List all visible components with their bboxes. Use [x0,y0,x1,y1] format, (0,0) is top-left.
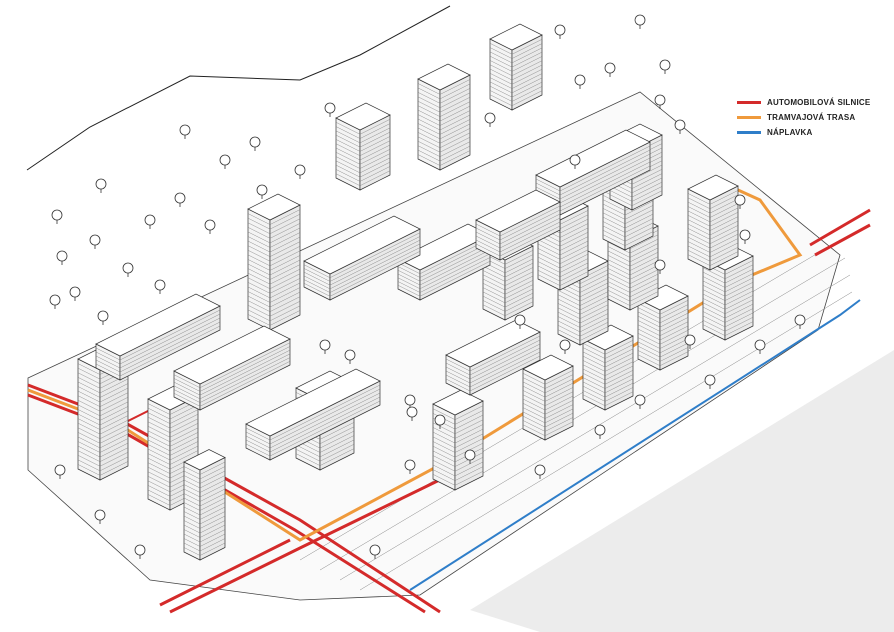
building [245,368,381,461]
legend-label-tram: TRAMVAJOVÁ TRASA [767,113,856,122]
building [303,215,421,301]
tree-icon [434,414,446,429]
tree-icon [514,314,526,329]
building [417,63,471,171]
tree-icon [89,234,101,249]
tree-icon [249,136,261,151]
riverside-promenade [409,299,861,591]
tree-icon [734,194,746,209]
building [432,389,484,491]
tree-icon [97,310,109,325]
building [582,324,634,411]
tree-icon [634,14,646,29]
tree-icon [134,544,146,559]
tree-icon [49,294,61,309]
building [173,325,291,411]
building [535,129,651,216]
building [687,174,739,271]
tree-icon [69,286,81,301]
road-diagonal-2 [159,538,291,607]
tree-icon [534,464,546,479]
tree-icon [594,424,606,439]
building [475,189,561,261]
tree-icon [54,464,66,479]
tree-icon [56,250,68,265]
building [183,449,226,561]
tree-icon [95,178,107,193]
legend-item-road: AUTOMOBILOVÁ SILNICE [737,96,887,109]
tree-icon [319,339,331,354]
road-diagonal [169,468,461,614]
tree-icon [674,119,686,134]
legend-label-riverside: NÁPLAVKA [767,128,813,137]
tree-icon [344,349,356,364]
tree-icon [51,209,63,224]
tree-icon [324,102,336,117]
tram-line-icon [737,116,761,119]
building [637,284,689,371]
tree-icon [684,334,696,349]
tree-icon [739,229,751,244]
legend: AUTOMOBILOVÁ SILNICE TRAMVAJOVÁ TRASA NÁ… [737,96,887,141]
tree-icon [559,339,571,354]
tree-icon [654,94,666,109]
building [247,193,301,331]
road-right-2 [814,223,871,257]
tree-icon [484,112,496,127]
riverside-line-icon [737,131,761,134]
building [445,319,541,396]
river-area [470,350,894,632]
building [489,23,543,111]
tree-icon [754,339,766,354]
legend-item-tram: TRAMVAJOVÁ TRASA [737,111,887,124]
tree-icon [659,59,671,74]
tree-icon [122,262,134,277]
tree-icon [404,459,416,474]
tree-icon [219,154,231,169]
tree-icon [634,394,646,409]
tree-icon [604,62,616,77]
tree-icon [94,509,106,524]
tree-icon [144,214,156,229]
tree-icon [369,544,381,559]
buildings [77,23,754,561]
tree-icon [294,164,306,179]
tree-icon [204,219,216,234]
road-line-icon [737,101,761,104]
tree-icon [406,406,418,421]
tree-icon [174,192,186,207]
tree-icon [464,449,476,464]
terrain-contour [26,5,451,171]
tree-icon [554,24,566,39]
tree-icon [179,124,191,139]
road-right [809,208,871,247]
legend-label-road: AUTOMOBILOVÁ SILNICE [767,98,871,107]
tree-icon [794,314,806,329]
building [522,354,574,441]
tree-icon [404,394,416,409]
tree-icon [654,259,666,274]
tree-icon [154,279,166,294]
trees [49,14,806,559]
tree-icon [574,74,586,89]
building [95,293,221,381]
tree-icon [704,374,716,389]
tree-icon [569,154,581,169]
building [335,102,391,191]
tree-icon [256,184,268,199]
legend-item-riverside: NÁPLAVKA [737,126,887,139]
